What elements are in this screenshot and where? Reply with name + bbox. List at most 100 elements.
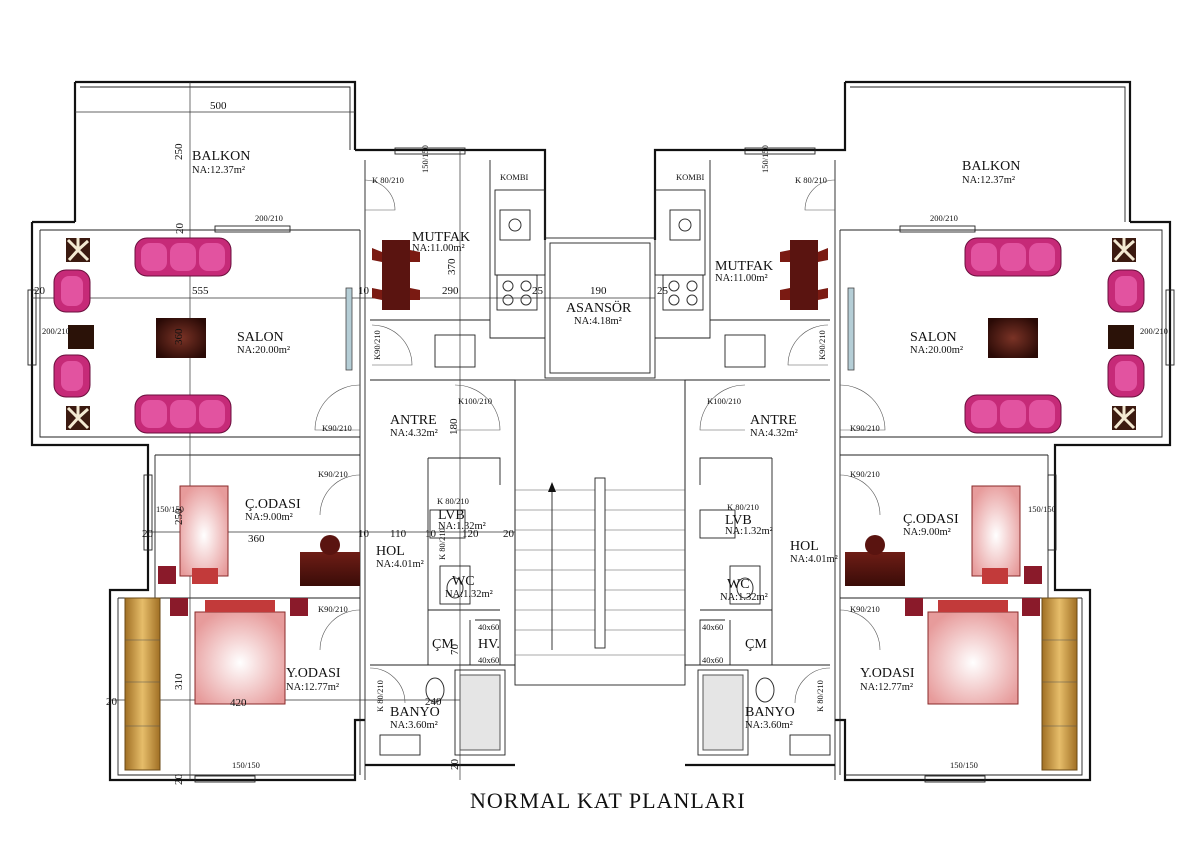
plan-title: NORMAL KAT PLANLARI <box>470 788 746 813</box>
left-mutfak-dimh: 370 <box>446 258 458 275</box>
right-lvb-area: NA:1.32m² <box>725 526 773 537</box>
right-banyo-door: K 80/210 <box>815 680 825 712</box>
salon-table-right <box>988 318 1038 358</box>
core <box>514 237 686 686</box>
left-yodasi-bottom: 20 <box>173 774 185 786</box>
kitchen-table-right <box>790 240 818 310</box>
stair-treads <box>515 477 685 656</box>
yodasi-bed-left <box>194 611 286 705</box>
right-codasi-win: 150/150 <box>1028 504 1056 514</box>
left-antre-main-door: K100/210 <box>458 396 492 406</box>
door-swings <box>314 179 886 704</box>
left-vent-top: 40x60 <box>478 622 499 632</box>
codasi-bed-left <box>179 485 229 577</box>
left-yodasi-left: 20 <box>106 696 118 708</box>
left-mutfak-name: MUTFAK <box>412 230 470 245</box>
left-yodasi-area: NA:12.77m² <box>286 682 339 693</box>
right-yodasi-name: Y.ODASI <box>860 666 915 681</box>
left-salon-name: SALON <box>237 330 284 345</box>
left-antre-name: ANTRE <box>390 413 437 428</box>
wardrobe-right <box>1041 597 1078 771</box>
right-yodasi-door: K90/210 <box>850 604 880 614</box>
codasi-desk-right <box>845 552 905 586</box>
left-hol-name: HOL <box>376 544 405 559</box>
left-antre-kitchen-door: K90/210 <box>372 330 382 360</box>
left-labels: 500 250 BALKON NA:12.37m² MUTFAK NA:11.0… <box>34 100 529 785</box>
left-salon-area: NA:20.00m² <box>237 345 290 356</box>
wardrobe-left <box>124 597 161 771</box>
left-codasi-name: Ç.ODASI <box>245 497 301 512</box>
left-hol-d1: 10 <box>358 528 370 540</box>
balkon-width: 500 <box>210 100 227 112</box>
left-yodasi-h: 310 <box>173 673 185 690</box>
right-codasi-door: K90/210 <box>850 469 880 479</box>
right-banyo-area: NA:3.60m² <box>745 720 793 731</box>
elevator-side-right: 25 <box>657 285 669 297</box>
elevator-side-left: 25 <box>532 285 544 297</box>
left-mutfak-door: K 80/210 <box>372 175 404 185</box>
right-antre-salon-door: K90/210 <box>850 423 880 433</box>
left-banyo-bottom: 20 <box>449 759 461 771</box>
right-lvb-name: LVB <box>725 513 752 528</box>
left-salon-win: 200/210 <box>42 326 70 336</box>
left-vent: HV. <box>478 637 500 652</box>
elevator-dim: 190 <box>590 285 607 297</box>
right-wc-area: NA:1.32m² <box>720 592 768 603</box>
right-labels: BALKON NA:12.37m² MUTFAK NA:11.00m² KOMB… <box>676 145 1168 770</box>
windows <box>27 147 1175 783</box>
right-antre-name: ANTRE <box>750 413 797 428</box>
salon-table-left <box>156 318 206 358</box>
right-mutfak-area: NA:11.00m² <box>715 273 768 284</box>
right-antre-kitchen-door: K90/210 <box>817 330 827 360</box>
right-hol-name: HOL <box>790 539 819 554</box>
left-mutfak-dimw: 290 <box>442 285 459 297</box>
left-salon-top: 20 <box>174 223 186 235</box>
left-antre-salon-door: K90/210 <box>322 423 352 433</box>
right-mutfak-win: 150/150 <box>760 145 770 173</box>
left-codasi-area: NA:9.00m² <box>245 512 293 523</box>
left-codasi-win: 150/150 <box>156 504 184 514</box>
left-lvb-door: K 80/210 <box>437 496 469 506</box>
right-balkon-area: NA:12.37m² <box>962 175 1015 186</box>
left-yodasi-win: 150/150 <box>232 760 260 770</box>
right-salon-area: NA:20.00m² <box>910 345 963 356</box>
left-kombi: KOMBI <box>500 172 529 182</box>
common-labels: 190 ASANSÖR NA:4.18m² 25 25 NORMAL KAT P… <box>470 285 746 813</box>
right-kombi: KOMBI <box>676 172 705 182</box>
left-wc-name: WC <box>452 574 475 589</box>
right-balkon-name: BALKON <box>962 159 1020 174</box>
balkon-depth: 250 <box>173 143 185 160</box>
left-hol-d2: 10 <box>425 528 437 540</box>
right-yodasi-win: 150/150 <box>950 760 978 770</box>
left-yodasi-name: Y.ODASI <box>286 666 341 681</box>
kitchen-table-left <box>382 240 410 310</box>
elevator-area: NA:4.18m² <box>574 316 622 327</box>
right-banyo-name: BANYO <box>745 705 795 720</box>
right-antre-main-door: K100/210 <box>707 396 741 406</box>
codasi-bed-right <box>971 485 1021 577</box>
left-balkon-name: BALKON <box>192 149 250 164</box>
right-salon-balcony-door: 200/210 <box>930 213 958 223</box>
right-furniture <box>654 189 1145 771</box>
right-mutfak-name: MUTFAK <box>715 259 773 274</box>
left-antre-area: NA:4.32m² <box>390 428 438 439</box>
left-mutfak-side: 10 <box>358 285 370 297</box>
codasi-desk-left <box>300 552 360 586</box>
left-hol-w: 110 <box>390 528 407 540</box>
right-codasi-area: NA:9.00m² <box>903 527 951 538</box>
elevator-name: ASANSÖR <box>566 299 632 316</box>
left-antre-dim: 180 <box>448 418 460 435</box>
left-salon-height: 360 <box>173 328 185 345</box>
left-banyo-name: BANYO <box>390 705 440 720</box>
left-lvb-area: NA:1.32m² <box>438 521 486 532</box>
left-lvb-w: 120 <box>462 528 479 540</box>
left-salon-left: 20 <box>34 285 46 297</box>
right-lvb-door: K 80/210 <box>727 502 759 512</box>
left-cm-dim: 70 <box>449 644 461 656</box>
right-yodasi-area: NA:12.77m² <box>860 682 913 693</box>
left-salon-balcony-door: 200/210 <box>255 213 283 223</box>
left-lvb-name: LVB <box>438 508 465 523</box>
right-salon-name: SALON <box>910 330 957 345</box>
left-furniture <box>53 189 546 771</box>
